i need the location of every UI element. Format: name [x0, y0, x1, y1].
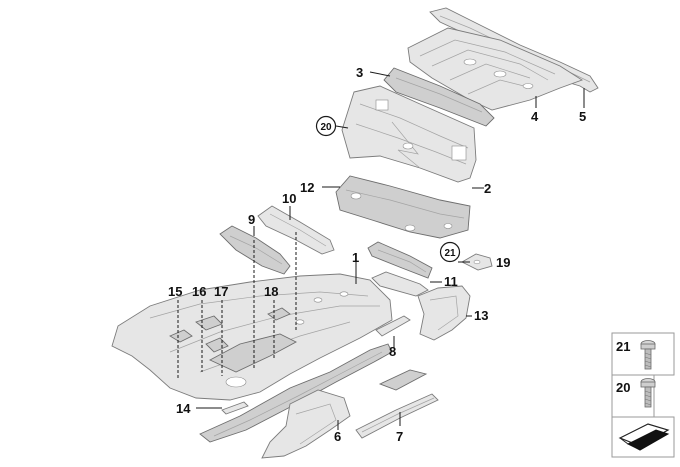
part-4-trunk-floor [407, 27, 584, 111]
circled-callout-21: 21 [439, 241, 461, 263]
callout-2: 2 [484, 181, 491, 196]
callout-13: 13 [474, 308, 488, 323]
callout-1: 1 [352, 250, 359, 265]
callout-3: 3 [356, 65, 363, 80]
callout-17: 17 [214, 284, 228, 299]
part-7-sill-reinforcement [355, 369, 439, 439]
part-9-seat-cross-member [219, 225, 291, 275]
callout-6: 6 [334, 429, 341, 444]
part-11-rear-side-member [367, 241, 433, 297]
part-rear-bulkhead-panel [341, 85, 477, 183]
callout-15: 15 [168, 284, 182, 299]
part-6-side-member-front [199, 343, 393, 459]
legend-label-21: 21 [616, 339, 630, 354]
callout-5: 5 [579, 109, 586, 124]
circled-callout-20: 20 [315, 115, 337, 137]
callout-4: 4 [531, 109, 539, 124]
bolt-20-icon [640, 378, 656, 408]
callout-9: 9 [248, 212, 255, 227]
callout-labels: 1 2 3 4 5 6 7 8 9 10 11 12 13 14 15 16 1… [168, 65, 586, 444]
bolt-21-icon [640, 340, 656, 370]
callout-10: 10 [282, 191, 296, 206]
part-15-bracket [169, 329, 193, 343]
svg-text:20: 20 [320, 122, 332, 133]
legend-cell-21 [611, 332, 675, 376]
part-13-wheelhouse-support [417, 285, 471, 341]
fastener-legend: 21 20 [611, 332, 675, 458]
part-10-seat-cross-member [257, 205, 335, 255]
leader-lines [177, 71, 585, 430]
legend-label-20: 20 [616, 380, 630, 395]
part-1-floor-pan [111, 273, 393, 401]
part-8-reinforcement-strip [375, 315, 411, 337]
part-3-upper-cross-member [383, 67, 495, 127]
callout-12: 12 [300, 180, 314, 195]
part-12-lower-rear-floor [335, 175, 471, 239]
callout-8: 8 [389, 344, 396, 359]
callout-19: 19 [496, 255, 510, 270]
direction-arrow-icon [618, 423, 670, 451]
callout-18: 18 [264, 284, 278, 299]
callout-7: 7 [396, 429, 403, 444]
part-19-bracket [461, 253, 493, 271]
part-14-strip [221, 401, 249, 415]
callout-14: 14 [176, 401, 191, 416]
callout-11: 11 [444, 274, 458, 289]
callout-16: 16 [192, 284, 206, 299]
svg-text:21: 21 [444, 248, 456, 259]
